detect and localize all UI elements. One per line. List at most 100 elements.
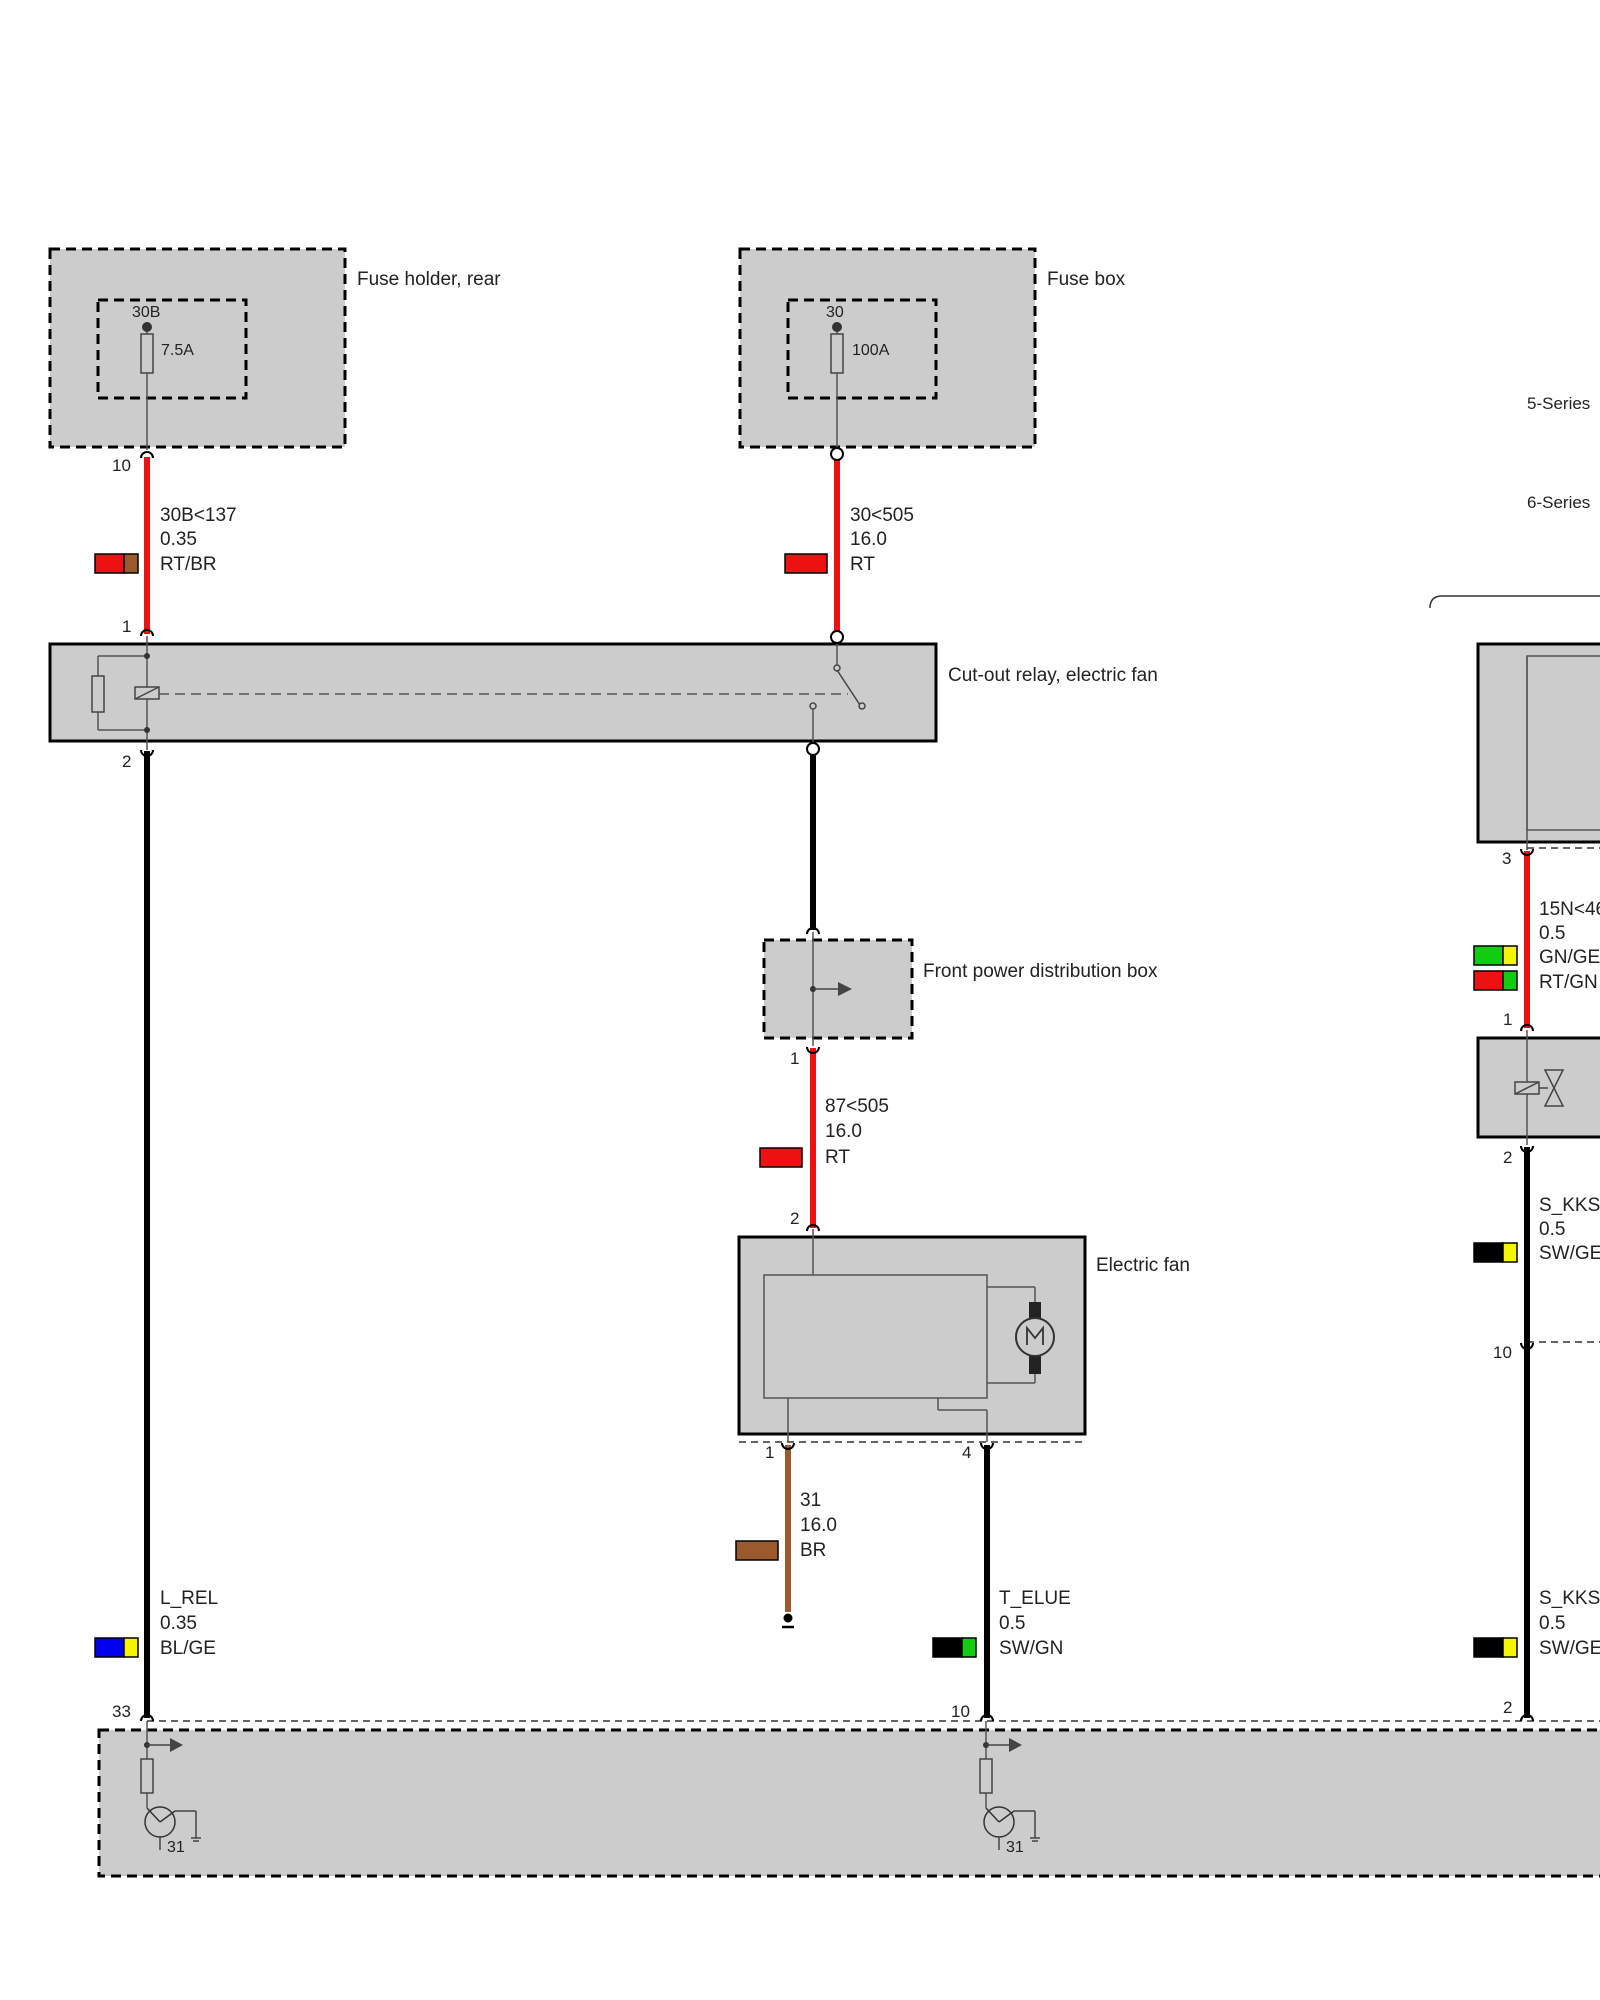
- wire-color-code: GN/GE: [1539, 947, 1600, 968]
- arrow-right-icon: [1009, 1738, 1022, 1752]
- control-unit: 31 33 31 10: [97, 1702, 1600, 1878]
- series-6-label: 6-Series: [1527, 493, 1590, 512]
- cutout-relay: Cut-out relay, electric fan 1 2: [48, 617, 1158, 771]
- ground-label: 31: [1006, 1839, 1024, 1856]
- electric-fan: Electric fan 2 1 4: [737, 1209, 1190, 1462]
- wire-label-31: 31 16.0 BR: [735, 1490, 837, 1561]
- cutout-relay-label: Cut-out relay, electric fan: [948, 665, 1158, 686]
- wire-color-swatch: [1473, 1242, 1504, 1263]
- wire-label-skks-bottom: S_KKS 0.5 SW/GE: [1473, 1588, 1600, 1659]
- valve-icon: [1543, 1069, 1565, 1107]
- connector-pins: [140, 447, 1534, 1722]
- fuse-holder-pin: 10: [112, 456, 131, 475]
- wire-color-swatch-stripe: [1502, 1637, 1518, 1658]
- wire-color-code: SW/GN: [999, 1638, 1063, 1659]
- arrow-right-icon: [838, 982, 852, 996]
- wire-gauge: 16.0: [800, 1515, 837, 1536]
- relay-pin-in: 1: [122, 617, 131, 636]
- wire-gauge: 0.5: [1539, 1613, 1565, 1634]
- wire-gauge: 0.5: [999, 1613, 1025, 1634]
- wire-gauge: 0.35: [160, 1613, 197, 1634]
- wire-label-15n: 15N<46 0.5 GN/GE RT/GN: [1473, 899, 1600, 993]
- wire-color-swatch-stripe: [1502, 945, 1518, 966]
- wire-id: S_KKS: [1539, 1588, 1600, 1609]
- ground-label: 31: [167, 1839, 185, 1856]
- wire-id: 87<505: [825, 1096, 889, 1117]
- fan-pin-signal: 4: [962, 1443, 971, 1462]
- front-power-distribution-box: Front power distribution box 1: [762, 932, 1158, 1068]
- fan-pin-ground: 1: [765, 1443, 774, 1462]
- wire-label-telue: T_ELUE 0.5 SW/GN: [932, 1588, 1071, 1659]
- fuse-terminal-label: 30: [826, 304, 844, 321]
- wire-color-swatch-stripe: [961, 1637, 977, 1658]
- wire-id: 31: [800, 1490, 821, 1511]
- wire-color-code: SW/GE: [1539, 1638, 1600, 1659]
- wire-color-swatch-stripe: [123, 553, 139, 574]
- wire-color-swatch: [1473, 945, 1504, 966]
- wire-gauge: 16.0: [850, 529, 887, 550]
- series-5-label: 5-Series: [1527, 394, 1590, 413]
- resistor-icon: [979, 1758, 993, 1794]
- wire-color-swatch: [735, 1540, 779, 1561]
- wire-gauge: 0.5: [1539, 1219, 1565, 1240]
- resistor-icon: [91, 675, 105, 713]
- wire-color-swatch-stripe: [1502, 970, 1518, 991]
- resistor-icon: [140, 1758, 154, 1794]
- fuse-rating: 100A: [852, 342, 890, 359]
- fuse-rating: 7.5A: [161, 342, 194, 359]
- front-power-distribution-box-label: Front power distribution box: [923, 961, 1158, 982]
- wire-label-skks-top: S_KKS 0.5 SW/GE: [1473, 1195, 1600, 1264]
- wire-id: 30B<137: [160, 505, 237, 526]
- wire-id: 30<505: [850, 505, 914, 526]
- wire-color-swatch: [94, 553, 125, 574]
- wire-color-code: RT/GN: [1539, 972, 1598, 993]
- fuse-icon: [830, 333, 844, 374]
- wire-label-lrel: L_REL 0.35 BL/GE: [94, 1588, 218, 1659]
- wire-color-swatch: [1473, 970, 1504, 991]
- wire-gauge: 0.35: [160, 529, 197, 550]
- distribution-pin-out: 1: [790, 1049, 799, 1068]
- wire-label-87: 87<505 16.0 RT: [759, 1096, 889, 1168]
- wire-label-30b: 30B<137 0.35 RT/BR: [94, 505, 237, 575]
- wire-color-swatch: [759, 1147, 803, 1168]
- control-pin-b: 10: [951, 1702, 970, 1721]
- right-pin-top: 3: [1502, 849, 1511, 868]
- wire-color-swatch: [94, 1637, 125, 1658]
- wire-color-code: BR: [800, 1540, 826, 1561]
- relay-pin-out: 2: [122, 752, 131, 771]
- wire-color-code: RT/BR: [160, 554, 217, 575]
- wire-id: S_KKS: [1539, 1195, 1600, 1216]
- wire-color-swatch-stripe: [1502, 1242, 1518, 1263]
- wire-color-swatch-stripe: [123, 1637, 139, 1658]
- fuse-holder-rear-label: Fuse holder, rear: [357, 269, 501, 290]
- wire-color-swatch: [1473, 1637, 1504, 1658]
- right-pin-mid: 10: [1493, 1343, 1512, 1362]
- wire-color-swatch: [784, 553, 828, 574]
- wire-color-code: RT: [825, 1147, 850, 1168]
- fan-pin-in: 2: [790, 1209, 799, 1228]
- right-pin-bottom: 2: [1503, 1698, 1512, 1717]
- wire-color-code: BL/GE: [160, 1638, 216, 1659]
- wires: [144, 457, 1530, 1718]
- wire-id: L_REL: [160, 1588, 218, 1609]
- fuse-icon: [140, 333, 154, 374]
- fuse-holder-rear: 30B 7.5A Fuse holder, rear 10: [48, 247, 501, 475]
- valve-pin-out: 2: [1503, 1148, 1512, 1167]
- electric-fan-label: Electric fan: [1096, 1255, 1190, 1276]
- wire-color-code: RT: [850, 554, 875, 575]
- wire-id: T_ELUE: [999, 1588, 1071, 1609]
- wire-gauge: 16.0: [825, 1121, 862, 1142]
- valve-pin-in: 1: [1503, 1010, 1512, 1029]
- fuse-terminal-label: 30B: [132, 304, 160, 321]
- wire-id: 15N<46: [1539, 899, 1600, 920]
- arrow-right-icon: [170, 1738, 183, 1752]
- wire-color-code: SW/GE: [1539, 1243, 1600, 1264]
- ground-icon: [783, 1613, 793, 1623]
- fuse-box: 30 100A Fuse box: [738, 247, 1126, 450]
- wire-color-swatch: [932, 1637, 963, 1658]
- right-component-group: 5-Series 6-Series 3 1 2 10 2: [1429, 394, 1600, 1717]
- fuse-box-label: Fuse box: [1047, 269, 1126, 290]
- control-pin-a: 33: [112, 1702, 131, 1721]
- wire-label-30: 30<505 16.0 RT: [784, 505, 914, 575]
